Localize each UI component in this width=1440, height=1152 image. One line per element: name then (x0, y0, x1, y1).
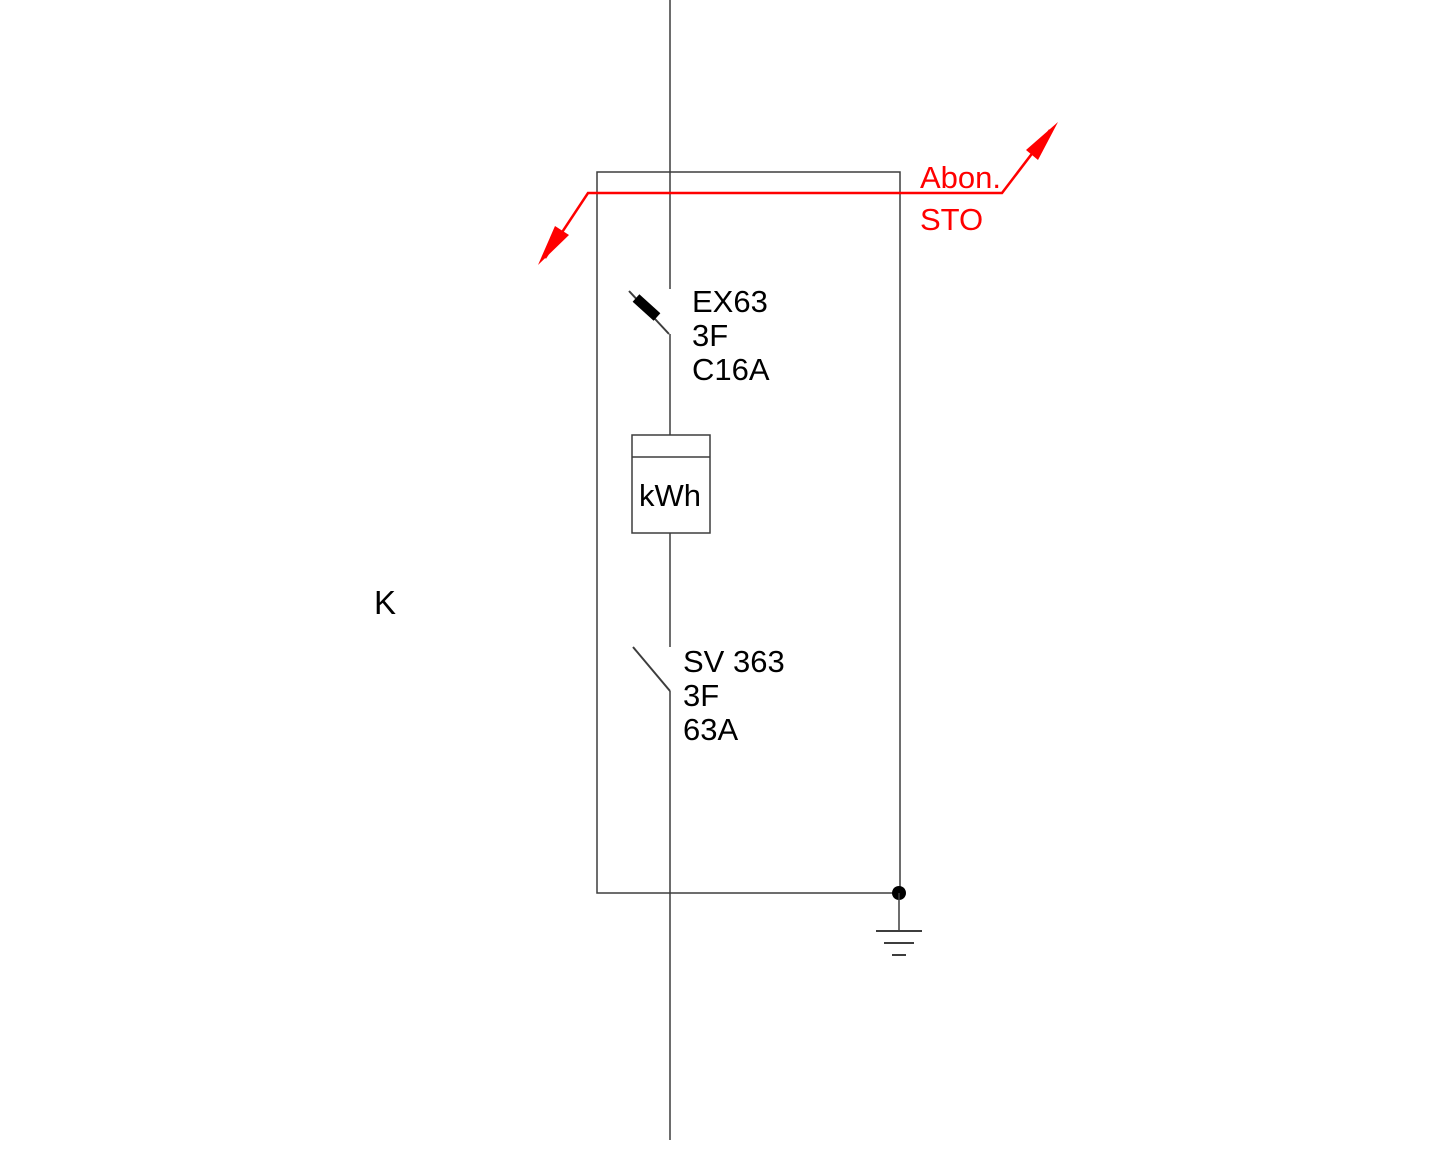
switch-contact-arm (632, 646, 671, 692)
breaker-rating-label: C16A (692, 352, 770, 387)
feeder-marker (538, 122, 1058, 265)
feeder-label-line1: Abon. (920, 160, 1001, 195)
energy-meter-symbol: kWh (631, 434, 711, 534)
feeder-arrow-up-icon (1026, 122, 1058, 160)
feeder-arrow-down-icon (538, 226, 569, 265)
breaker-tick-icon (632, 294, 661, 321)
load-switch-symbol (632, 646, 671, 692)
ground-symbol (876, 886, 922, 956)
breaker-phases-label: 3F (692, 318, 728, 353)
breaker-model-label: EX63 (692, 284, 768, 319)
circuit-breaker-symbol (628, 290, 670, 335)
panel-enclosure-outline (596, 171, 901, 894)
meter-box (631, 434, 711, 534)
feeder-label-line2: STO (920, 202, 983, 237)
meter-label: kWh (639, 478, 701, 513)
panel-k-label: K (374, 584, 396, 621)
feeder-marker-line (543, 129, 1051, 259)
switch-model-label: SV 363 (683, 644, 785, 679)
switch-rating-label: 63A (683, 712, 738, 747)
switch-phases-label: 3F (683, 678, 719, 713)
